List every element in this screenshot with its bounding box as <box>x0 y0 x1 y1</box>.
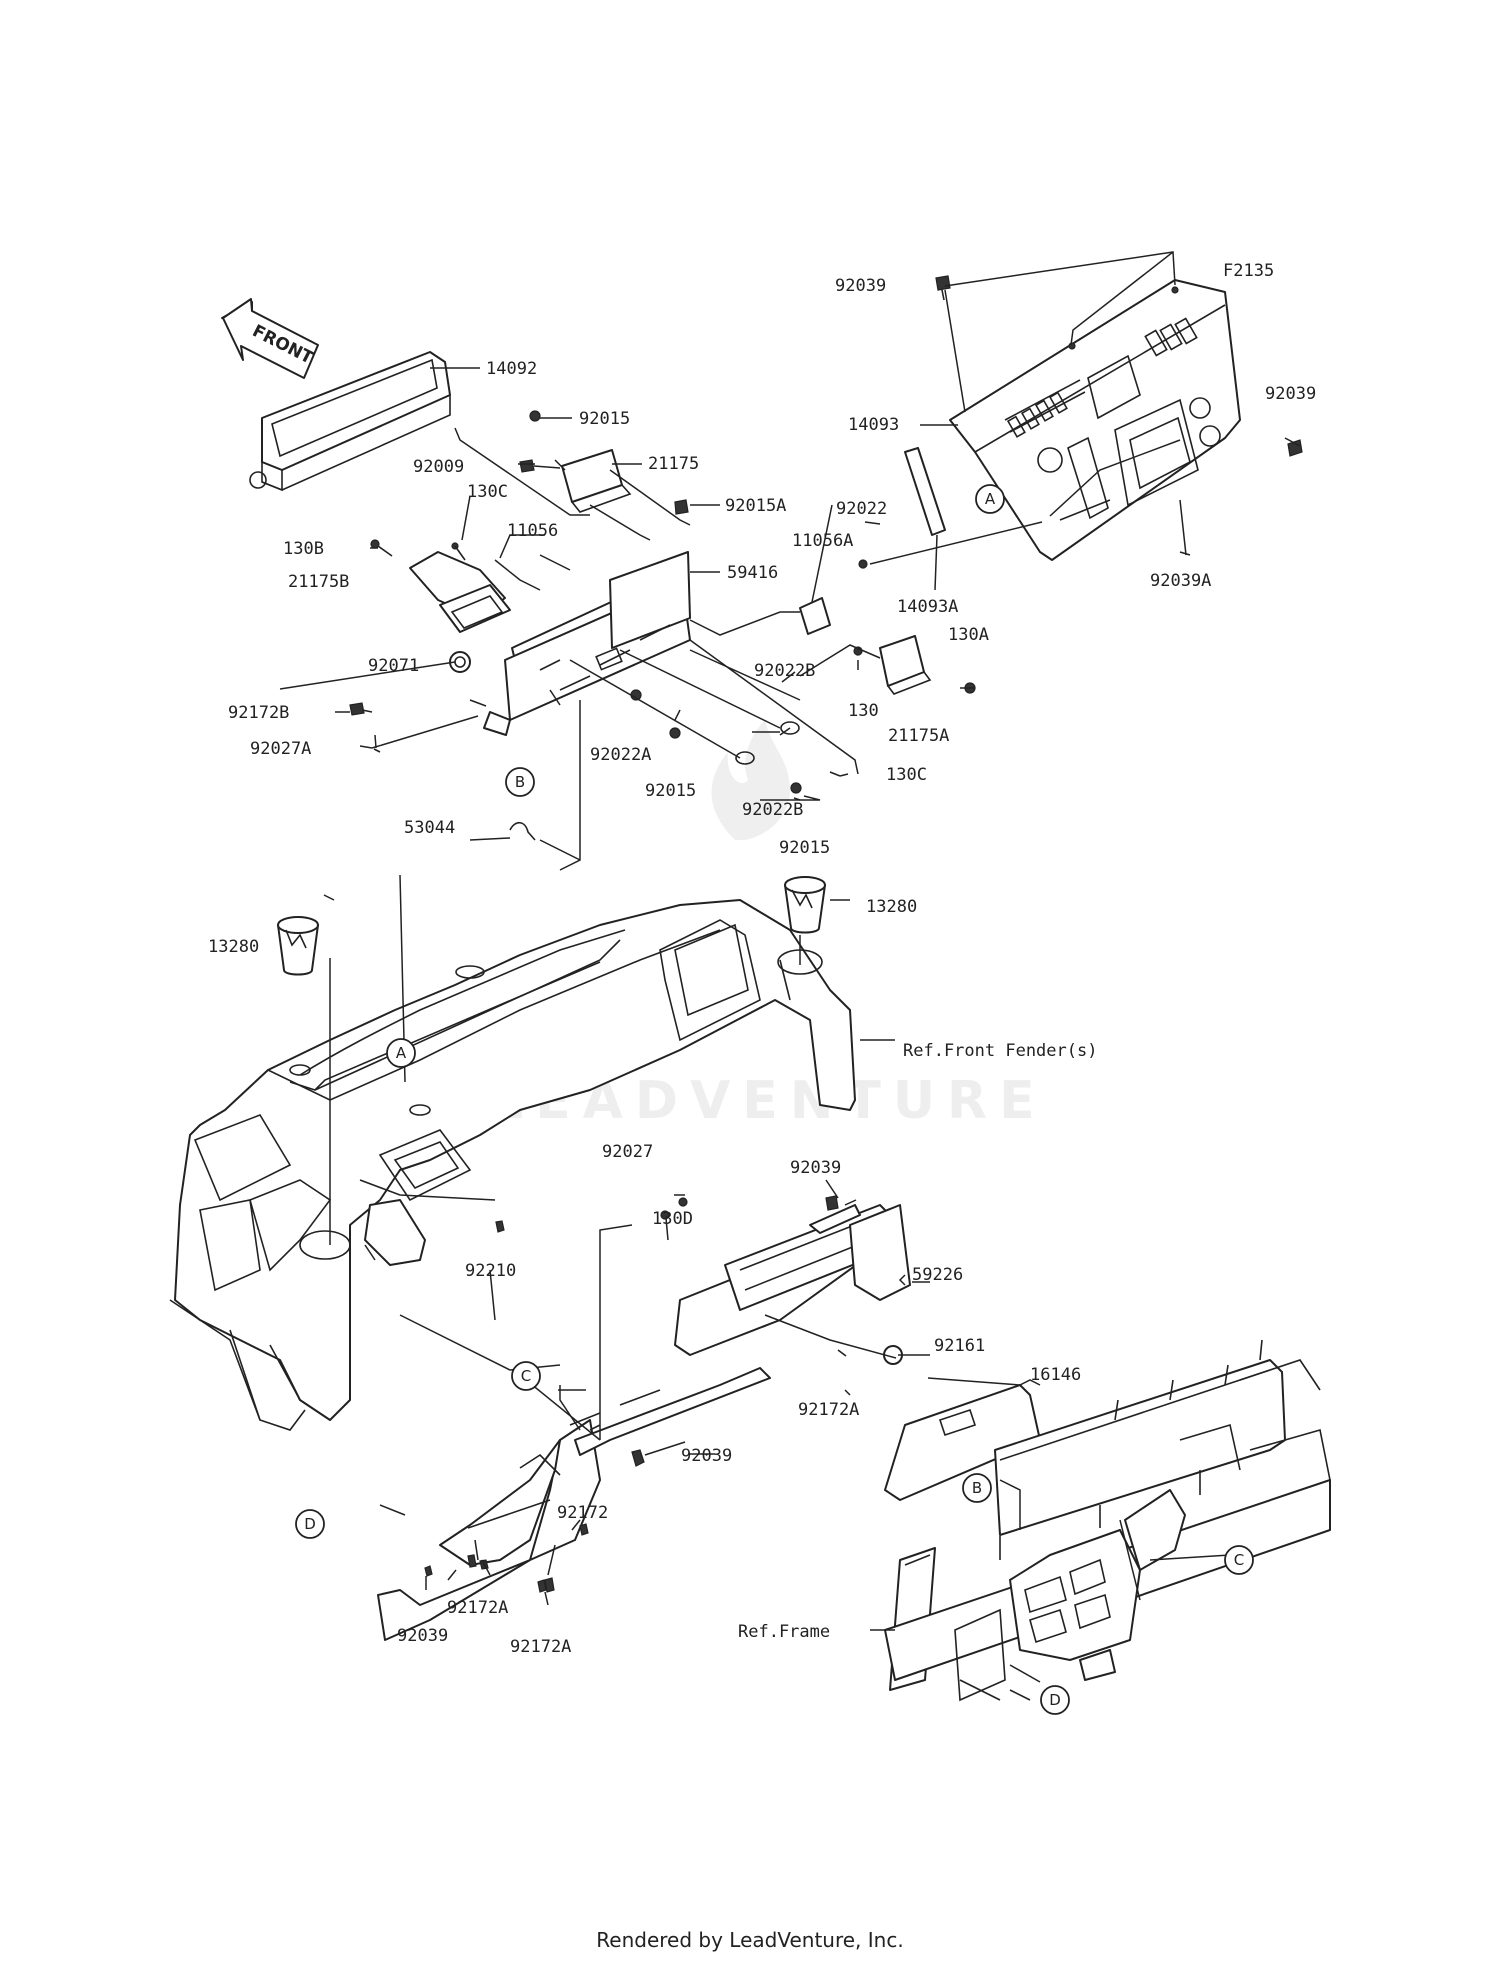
label-92022: 92022 <box>836 499 887 519</box>
instrument-panel-14093 <box>949 279 1241 561</box>
label-ref-frame: Ref.Frame <box>738 1622 830 1642</box>
label-92210: 92210 <box>465 1261 516 1281</box>
meter-unit-21175 <box>561 449 632 513</box>
label-92172a-left: 92172A <box>447 1598 508 1618</box>
label-130c-lower: 130C <box>886 765 927 785</box>
cup-holder-13280-left <box>277 916 319 976</box>
meter-bracket-59416 <box>483 551 691 736</box>
label-92027a: 92027A <box>250 739 311 759</box>
label-92071: 92071 <box>368 656 419 676</box>
meter-unit-21175a <box>799 597 976 777</box>
part-number-labels: F2135 14092 92015 21175 92009 130C 11056… <box>208 261 1316 1657</box>
glovebox-59226 <box>674 1204 911 1356</box>
label-21175a: 21175A <box>888 726 949 746</box>
callout-a-dashboard: A <box>396 1044 407 1062</box>
label-92039-right: 92039 <box>1265 384 1316 404</box>
meter-unit-21175b <box>409 551 511 633</box>
label-92039-lower-mid: 92039 <box>681 1446 732 1466</box>
label-13280-right: 13280 <box>866 897 917 917</box>
label-92022a: 92022A <box>590 745 651 765</box>
label-92161: 92161 <box>934 1336 985 1356</box>
label-92172: 92172 <box>557 1503 608 1523</box>
label-92015a: 92015A <box>725 496 786 516</box>
label-130b: 130B <box>283 539 324 559</box>
label-53044: 53044 <box>404 818 455 838</box>
label-92009: 92009 <box>413 457 464 477</box>
label-21175: 21175 <box>648 454 699 474</box>
label-92022b-lower: 92022B <box>742 800 803 820</box>
label-92015-right: 92015 <box>779 838 830 858</box>
label-11056a: 11056A <box>792 531 853 551</box>
label-92027: 92027 <box>602 1142 653 1162</box>
label-21175b: 21175B <box>288 572 349 592</box>
callout-b-upper: B <box>515 773 525 791</box>
label-130: 130 <box>848 701 879 721</box>
leader-lines <box>279 251 1301 1683</box>
small-fasteners-upper <box>349 410 802 841</box>
cup-holder-13280-right <box>784 876 826 934</box>
label-130c: 130C <box>467 482 508 502</box>
callout-b-frame: B <box>972 1479 982 1497</box>
label-ref-front-fender: Ref.Front Fender(s) <box>903 1041 1097 1061</box>
label-59226: 59226 <box>912 1265 963 1285</box>
front-direction-arrow: FRONT <box>221 298 319 379</box>
watermark: LEADVENTURE <box>490 720 1035 1131</box>
label-92039-bottom: 92039 <box>397 1626 448 1646</box>
figure-code: F2135 <box>1223 261 1274 281</box>
meter-cover-14092 <box>249 351 451 492</box>
label-130a: 130A <box>948 625 989 645</box>
label-92039-top: 92039 <box>835 276 886 296</box>
footer-credit: Rendered by LeadVenture, Inc. <box>596 1928 904 1952</box>
label-92022b-upper: 92022B <box>754 661 815 681</box>
label-14093a: 14093A <box>897 597 958 617</box>
dashboard-main-body <box>169 899 856 1431</box>
frame-reference <box>884 1339 1331 1702</box>
label-92172a-bottom: 92172A <box>510 1637 571 1657</box>
label-92172b: 92172B <box>228 703 289 723</box>
label-14092: 14092 <box>486 359 537 379</box>
callout-d-panel: D <box>304 1515 316 1533</box>
callout-a-upper: A <box>985 490 996 508</box>
lower-mounting-rail <box>424 1195 847 1593</box>
reference-callouts: A A B B C C D D <box>295 484 1254 1715</box>
callout-d-frame: D <box>1049 1691 1061 1709</box>
label-11056: 11056 <box>507 521 558 541</box>
label-130d: 130D <box>652 1209 693 1229</box>
label-92039-mid: 92039 <box>790 1158 841 1178</box>
label-59416: 59416 <box>727 563 778 583</box>
label-92039a: 92039A <box>1150 571 1211 591</box>
callout-c-frame: C <box>1234 1551 1244 1569</box>
label-92015: 92015 <box>579 409 630 429</box>
label-92015-mid: 92015 <box>645 781 696 801</box>
callout-c-rail: C <box>521 1367 531 1385</box>
label-92172a-mid: 92172A <box>798 1400 859 1420</box>
label-13280-left: 13280 <box>208 937 259 957</box>
label-14093: 14093 <box>848 415 899 435</box>
label-16146: 16146 <box>1030 1365 1081 1385</box>
